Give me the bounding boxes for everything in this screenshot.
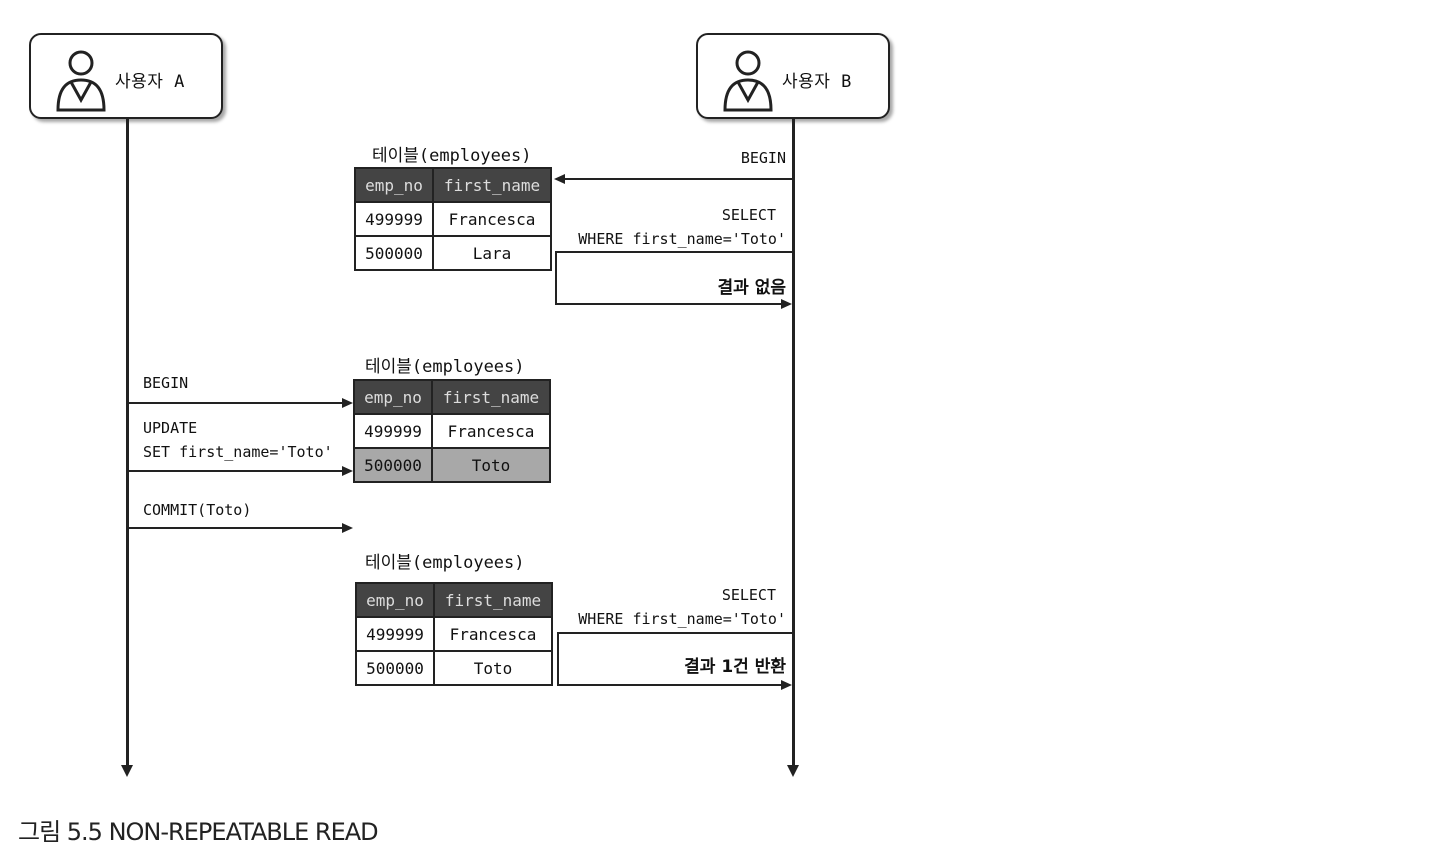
arrow-b-select2-top xyxy=(557,632,792,634)
table-caption: 테이블(employees) xyxy=(372,146,532,166)
actor-b-box: 사용자 B xyxy=(696,33,890,119)
cell-first-name: Lara xyxy=(432,235,552,271)
user-icon xyxy=(723,50,773,112)
lifeline-a-arrow xyxy=(121,765,133,777)
figure-caption: 그림 5.5 NON-REPEATABLE READ xyxy=(18,818,379,846)
arrow-b-result2 xyxy=(557,684,781,686)
table-header-row: emp_no first_name xyxy=(354,167,552,203)
user-icon xyxy=(56,50,106,112)
header-emp-no: emp_no xyxy=(355,582,435,618)
lifeline-a xyxy=(126,119,129,767)
msg-a-update-line1: UPDATE xyxy=(143,419,198,437)
table-row: 500000 Toto xyxy=(355,650,553,686)
cell-emp-no: 499999 xyxy=(353,413,433,449)
msg-b-begin: BEGIN xyxy=(740,149,786,167)
arrow-b-select2-side xyxy=(557,632,559,686)
header-emp-no: emp_no xyxy=(354,167,434,203)
header-emp-no: emp_no xyxy=(353,379,433,415)
arrow-a-begin-head xyxy=(342,398,353,408)
table-header-row: emp_no first_name xyxy=(355,582,553,618)
header-first-name: first_name xyxy=(431,379,551,415)
arrow-b-result1 xyxy=(555,303,781,305)
actor-a-label: 사용자 A xyxy=(115,72,185,92)
msg-b-select2-line1: SELECT xyxy=(721,586,776,604)
table-row: 499999 Francesca xyxy=(354,201,552,237)
header-first-name: first_name xyxy=(432,167,552,203)
msg-a-update-line2: SET first_name='Toto' xyxy=(143,443,333,461)
cell-first-name: Toto xyxy=(431,447,551,483)
lifeline-b xyxy=(792,119,795,767)
arrow-b-result1-head xyxy=(781,299,792,309)
actor-b-label: 사용자 B xyxy=(782,72,852,92)
actor-a-box: 사용자 A xyxy=(29,33,223,119)
cell-emp-no: 499999 xyxy=(354,201,434,237)
msg-a-begin: BEGIN xyxy=(143,374,189,392)
header-first-name: first_name xyxy=(433,582,553,618)
cell-first-name: Francesca xyxy=(433,616,553,652)
table-row: 499999 Francesca xyxy=(355,616,553,652)
arrow-b-begin xyxy=(564,178,792,180)
table-header-row: emp_no first_name xyxy=(353,379,551,415)
arrow-a-begin xyxy=(128,402,342,404)
arrow-b-begin-head xyxy=(554,174,565,184)
cell-first-name: Francesca xyxy=(432,201,552,237)
msg-b-select1-line2: WHERE first_name='Toto' xyxy=(578,230,786,248)
table-row-highlighted: 500000 Toto xyxy=(353,447,551,483)
cell-first-name: Francesca xyxy=(431,413,551,449)
msg-a-commit: COMMIT(Toto) xyxy=(143,501,252,519)
lifeline-b-arrow xyxy=(787,765,799,777)
table-caption: 테이블(employees) xyxy=(365,553,525,573)
cell-emp-no: 500000 xyxy=(353,447,433,483)
employees-table: emp_no first_name 499999 Francesca 50000… xyxy=(354,167,552,271)
arrow-b-select1-top xyxy=(555,251,792,253)
msg-b-select1-line1: SELECT xyxy=(721,206,776,224)
employees-table: emp_no first_name 499999 Francesca 50000… xyxy=(355,582,553,686)
employees-table: emp_no first_name 499999 Francesca 50000… xyxy=(353,379,551,483)
cell-emp-no: 499999 xyxy=(355,616,435,652)
msg-b-result1: 결과 없음 xyxy=(717,278,786,298)
arrow-a-commit xyxy=(128,527,342,529)
arrow-a-commit-head xyxy=(342,523,353,533)
arrow-a-update-head xyxy=(342,466,353,476)
arrow-b-select1-side xyxy=(555,251,557,305)
arrow-b-result2-head xyxy=(781,680,792,690)
cell-first-name: Toto xyxy=(433,650,553,686)
arrow-a-update xyxy=(128,470,342,472)
msg-b-select2-line2: WHERE first_name='Toto' xyxy=(578,610,786,628)
table-row: 500000 Lara xyxy=(354,235,552,271)
msg-b-result2: 결과 1건 반환 xyxy=(684,657,786,677)
table-row: 499999 Francesca xyxy=(353,413,551,449)
cell-emp-no: 500000 xyxy=(354,235,434,271)
cell-emp-no: 500000 xyxy=(355,650,435,686)
table-caption: 테이블(employees) xyxy=(365,357,525,377)
